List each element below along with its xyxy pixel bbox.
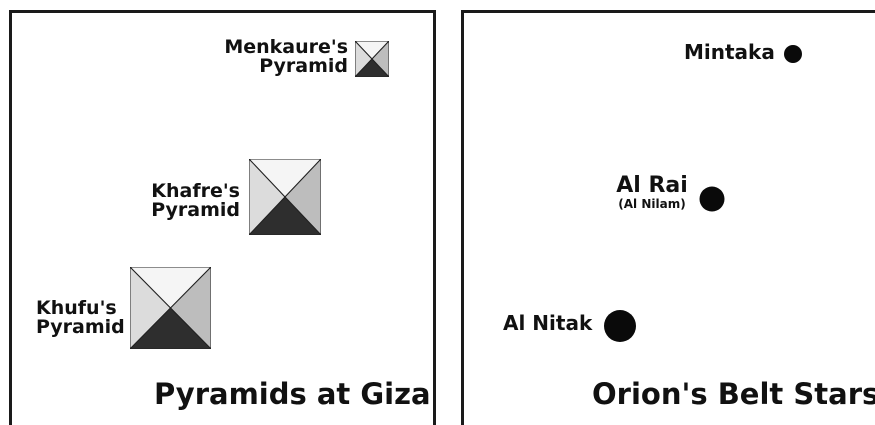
khafre-label-line2: Pyramid — [151, 199, 240, 221]
pyramids-title: Pyramids at Giza — [154, 377, 431, 411]
menkaure-pyramid-icon — [355, 41, 389, 77]
khafre-pyramid-icon — [249, 159, 321, 235]
mintaka-star-icon — [784, 45, 802, 63]
menkaure-label: Menkaure's Pyramid — [208, 38, 348, 76]
khufu-pyramid-icon — [130, 267, 211, 349]
alrai-alt-name: (Al Nilam) — [618, 197, 686, 211]
alrai-label: Al Rai (Al Nilam) — [604, 173, 700, 211]
khafre-face-bottom — [249, 196, 321, 235]
alnitak-label: Al Nitak — [503, 311, 593, 335]
khafre-label: Khafre's Pyramid — [100, 182, 240, 220]
alrai-name: Al Rai — [616, 173, 688, 198]
orion-title: Orion's Belt Stars — [592, 377, 875, 411]
menkaure-face-bottom — [355, 58, 389, 77]
menkaure-label-line1: Menkaure's — [224, 36, 348, 58]
alnitak-star-icon — [604, 310, 636, 342]
khufu-label-line1: Khufu's — [36, 297, 117, 319]
menkaure-label-line2: Pyramid — [259, 55, 348, 77]
khufu-label: Khufu's Pyramid — [36, 299, 136, 337]
alrai-star-icon — [699, 186, 725, 212]
orion-panel — [461, 10, 875, 425]
khufu-face-bottom — [130, 307, 211, 349]
pyramids-panel — [9, 10, 436, 425]
mintaka-label: Mintaka — [684, 40, 775, 64]
khufu-label-line2: Pyramid — [36, 316, 125, 338]
khafre-label-line1: Khafre's — [151, 180, 240, 202]
